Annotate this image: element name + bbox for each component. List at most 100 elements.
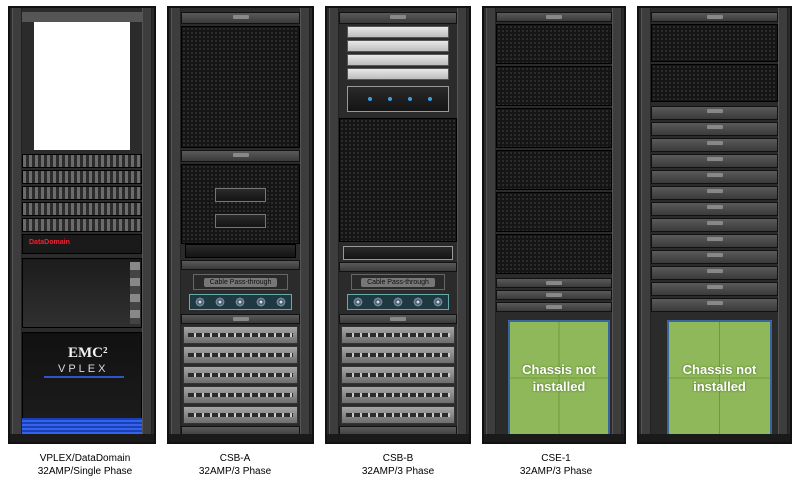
cable-pass-through: Cable Pass-through (193, 274, 288, 290)
rack-5: Chassis not installed (637, 6, 792, 444)
blade-row-4 (183, 386, 298, 404)
filler-panel-3 (181, 314, 300, 324)
rack-csb-b: Cable Pass-through (325, 6, 471, 444)
filler-panel-6 (651, 186, 778, 200)
rack-label-vplex-datadomain: VPLEX/DataDomain 32AMP/Single Phase (0, 452, 170, 478)
blade-row-2 (183, 346, 298, 364)
fan-icon (373, 297, 383, 307)
top-panel (496, 12, 612, 22)
rack-foot (639, 434, 790, 442)
rack-label-power: 32AMP/3 Phase (519, 466, 593, 477)
switch-2 (215, 214, 266, 228)
rack-foot (484, 434, 624, 442)
filler-panel-2 (496, 290, 612, 300)
server-1u-3 (347, 54, 449, 66)
rack-label-name: CSB-A (219, 453, 251, 464)
blade-row-1 (341, 326, 455, 344)
filler-panel-10 (651, 250, 778, 264)
rack-label-power: 32AMP/3 Phase (198, 466, 272, 477)
filler-panel-7 (651, 202, 778, 216)
rack-rail-left (641, 8, 651, 442)
rack-label-name: CSB-B (382, 453, 414, 464)
disk-enclosure-1 (22, 154, 142, 168)
switch-1 (215, 188, 266, 202)
disk-enclosure-4 (22, 202, 142, 216)
fan-icon (413, 297, 423, 307)
blank-mesh-panel (339, 118, 457, 242)
blade-row-1 (183, 326, 298, 344)
rack-rail-left (486, 8, 496, 442)
cable-pass-through-label: Cable Pass-through (203, 277, 278, 287)
rack-rail-left (329, 8, 339, 442)
rack-foot (10, 434, 154, 442)
filler-panel-2 (339, 262, 457, 272)
vplex-blue-vent (22, 418, 142, 434)
server-1u-2 (347, 40, 449, 52)
rack-label-power: 32AMP/Single Phase (37, 466, 133, 477)
blank-mesh-panel-3 (496, 108, 612, 148)
filler-panel-8 (651, 218, 778, 232)
filler-panel-1 (496, 278, 612, 288)
blank-mesh-panel-1 (496, 24, 612, 64)
rack-rail-right (778, 8, 788, 442)
rack-rail-left (171, 8, 181, 442)
fan-module (347, 294, 449, 310)
fan-icon (255, 297, 266, 307)
blank-mesh-panel-1 (651, 24, 778, 62)
emc-logo: EMC² (68, 345, 108, 361)
blank-mesh-panel-6 (496, 234, 612, 274)
blank-mesh-panel-mid (181, 164, 300, 244)
rack-foot (169, 434, 312, 442)
cable-pass-through: Cable Pass-through (351, 274, 445, 290)
server-2u (347, 86, 449, 112)
rack-label-cse-1: CSE-1 32AMP/3 Phase (486, 452, 626, 478)
datadomain-controller: DataDomain (22, 234, 142, 254)
blank-mesh-panel-2 (651, 64, 778, 102)
top-panel (339, 12, 457, 24)
kvm-unit (343, 246, 453, 260)
rack-rail-right (457, 8, 467, 442)
rack-label-power: 32AMP/3 Phase (361, 466, 435, 477)
rack-rail-right (300, 8, 310, 442)
disk-enclosure-2 (22, 170, 142, 184)
blank-mesh-panel-2 (496, 66, 612, 106)
disk-enclosure-5 (22, 218, 142, 232)
vplex-engine-bezel (22, 258, 142, 328)
filler-panel-1 (651, 106, 778, 120)
filler-panel-12 (651, 282, 778, 296)
fan-icon (353, 297, 363, 307)
fan-icon (215, 297, 226, 307)
rack-label-csb-b: CSB-B 32AMP/3 Phase (328, 452, 468, 478)
fan-module (189, 294, 292, 310)
top-panel (651, 12, 778, 22)
chassis-placeholder: Chassis not installed (508, 320, 610, 436)
blade-row-3 (341, 366, 455, 384)
datadomain-logo: DataDomain (29, 239, 70, 246)
disk-enclosure-3 (22, 186, 142, 200)
filler-panel-3 (496, 302, 612, 312)
blade-row-5 (183, 406, 298, 424)
filler-panel-3 (339, 314, 457, 324)
rack-top-rail (22, 12, 142, 22)
vplex-side-panel (130, 262, 140, 324)
kvm-unit (185, 244, 296, 258)
vplex-logo: VPLEX (58, 363, 109, 375)
chassis-not-installed-label: Chassis not installed (682, 362, 757, 394)
rack-label-name: CSE-1 (541, 453, 571, 464)
filler-panel-5 (651, 170, 778, 184)
fan-icon (195, 297, 206, 307)
filler-panel-9 (651, 234, 778, 248)
cable-pass-through-label: Cable Pass-through (361, 277, 435, 287)
filler-panel (181, 150, 300, 162)
empty-rack-space (34, 22, 130, 150)
fan-icon (393, 297, 403, 307)
server-1u-4 (347, 68, 449, 80)
fan-icon (275, 297, 286, 307)
rack-rail-right (612, 8, 622, 442)
rack-csb-a: Cable Pass-through (167, 6, 314, 444)
filler-panel-11 (651, 266, 778, 280)
blade-row-4 (341, 386, 455, 404)
fan-icon (235, 297, 246, 307)
blade-row-3 (183, 366, 298, 384)
blade-row-2 (341, 346, 455, 364)
